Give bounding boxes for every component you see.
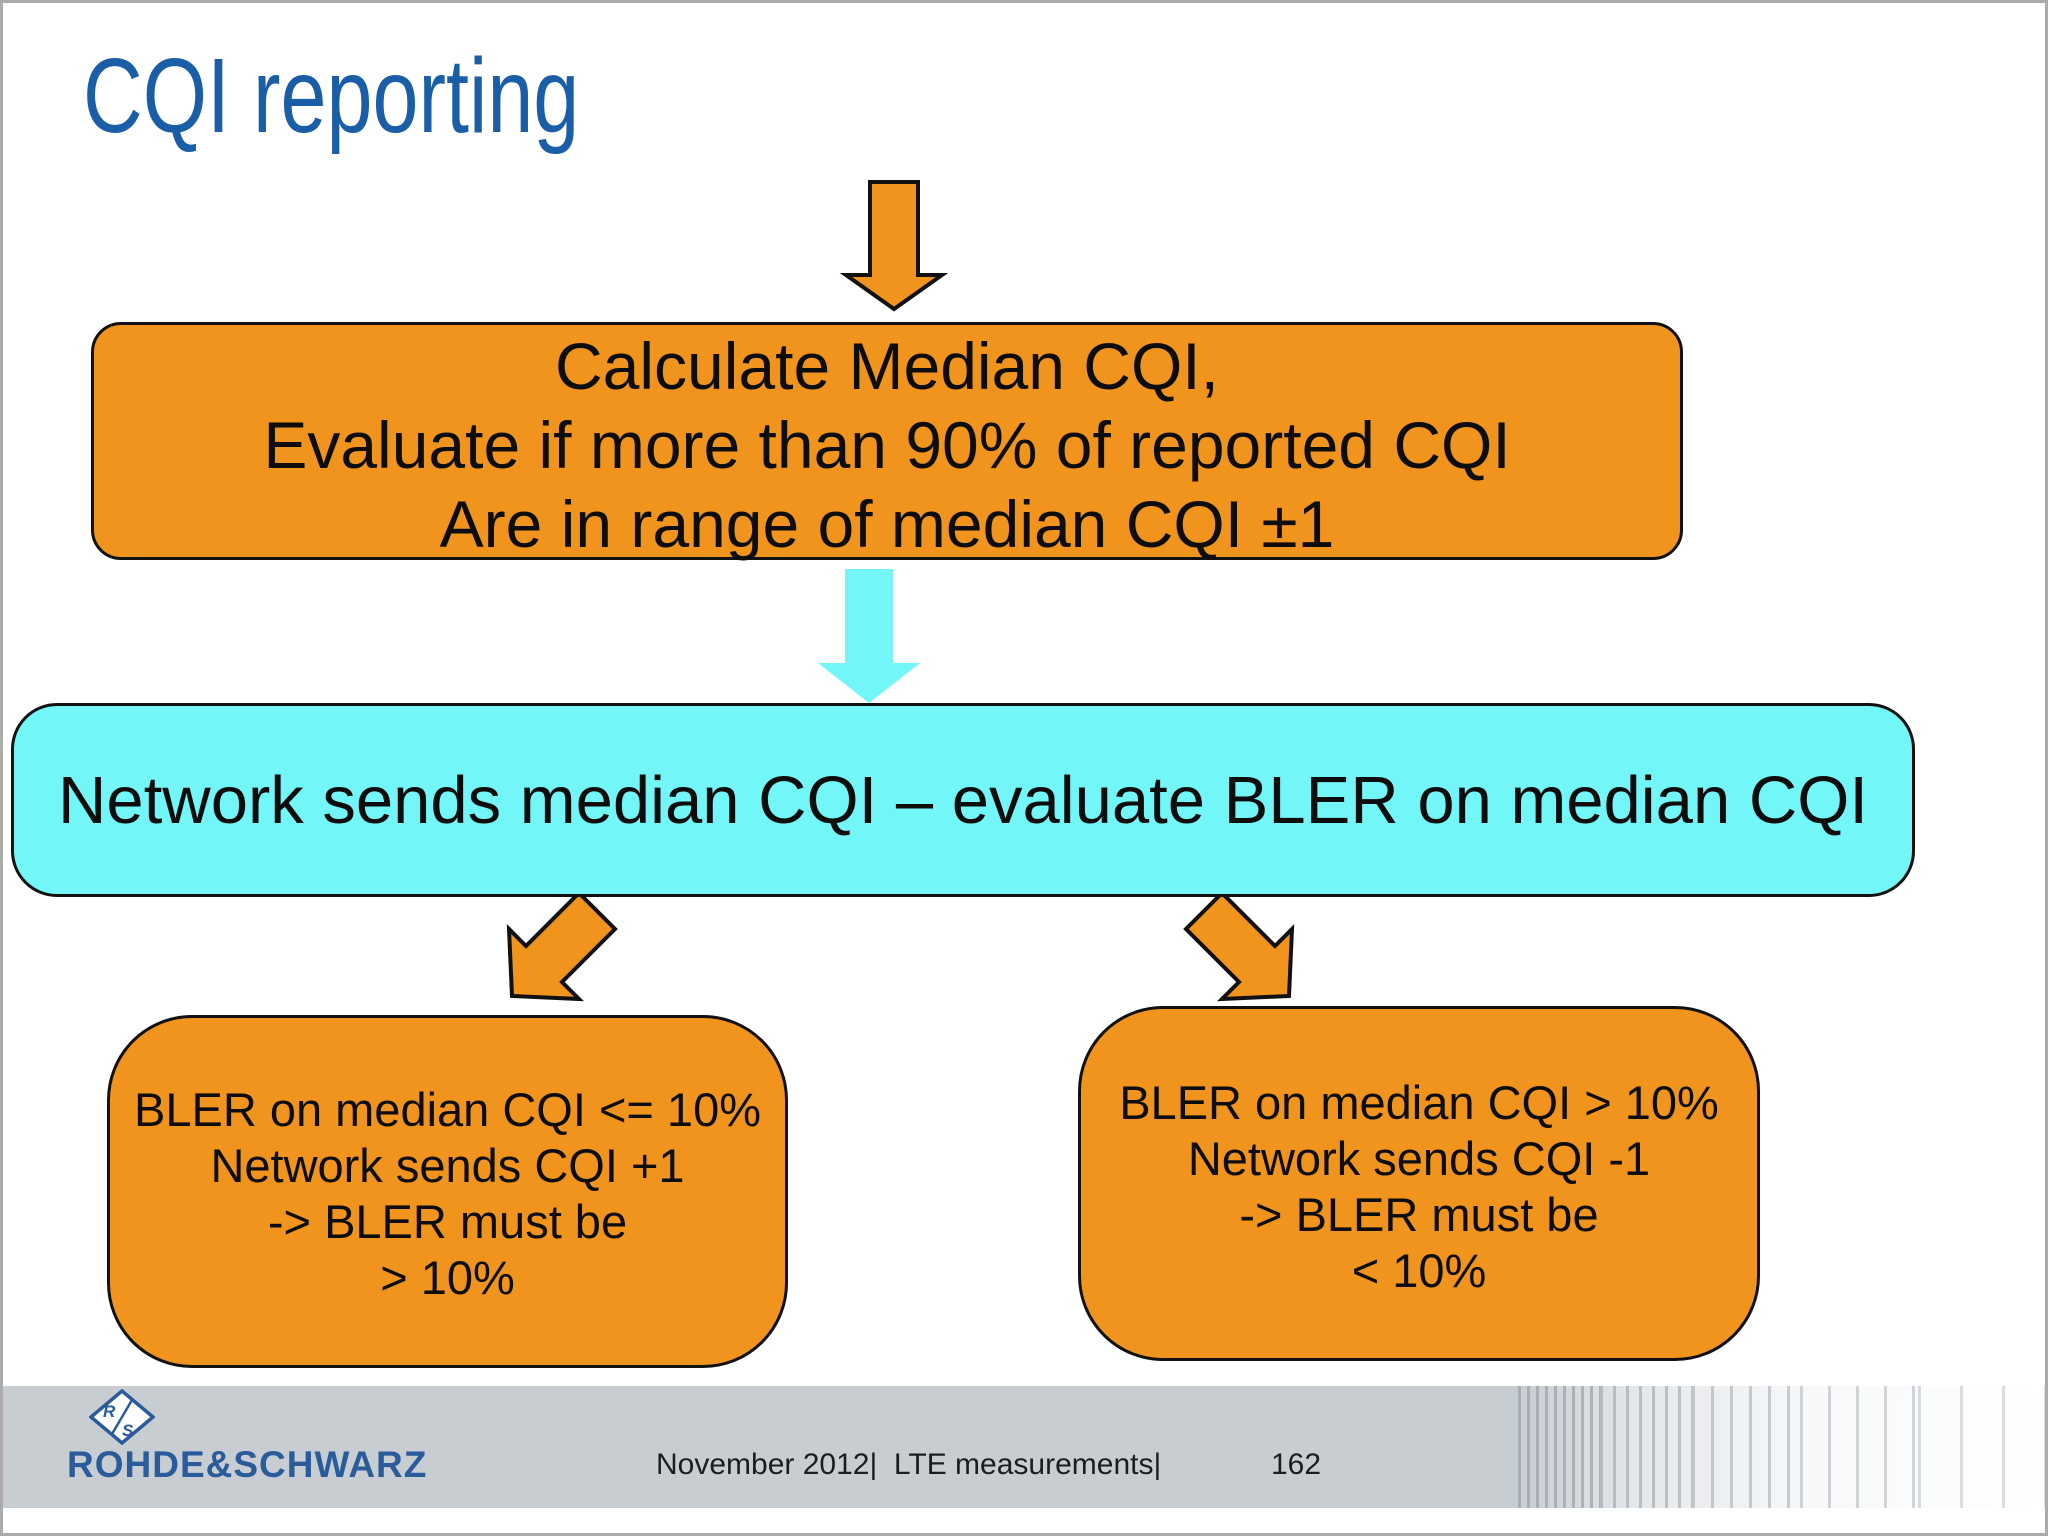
process-box-line: Are in range of median CQI ±1 bbox=[439, 487, 1335, 561]
footer-date-text: November 2012| LTE measurements| bbox=[656, 1448, 1162, 1481]
process-box-line: Evaluate if more than 90% of reported CQ… bbox=[263, 408, 1511, 482]
slide-title: CQI reporting bbox=[83, 37, 580, 155]
rs-diamond-logo-icon: R S bbox=[89, 1389, 155, 1445]
logo-letter-s: S bbox=[122, 1421, 134, 1440]
process-box-calculate-median: Calculate Median CQI, Evaluate if more t… bbox=[91, 322, 1683, 561]
outcome-box-line: > 10% bbox=[380, 1251, 515, 1304]
rohde-schwarz-wordmark: ROHDE&SCHWARZ bbox=[67, 1444, 428, 1485]
outcome-box-bler-high: BLER on median CQI > 10% Network sends C… bbox=[1078, 1006, 1760, 1361]
footer-stripes-decoration bbox=[1518, 1386, 2045, 1508]
outcome-box-line: -> BLER must be bbox=[1239, 1188, 1599, 1241]
process-box-line: Calculate Median CQI, bbox=[555, 329, 1219, 403]
process-box-text: Network sends median CQI – evaluate BLER… bbox=[58, 762, 1868, 838]
process-box-network-sends: Network sends median CQI – evaluate BLER… bbox=[11, 703, 1915, 897]
footer-page-number: 162 bbox=[1271, 1448, 1322, 1481]
stripe-band bbox=[1918, 1386, 2045, 1508]
stripe-band bbox=[1600, 1386, 1692, 1508]
logo-letter-r: R bbox=[103, 1402, 116, 1421]
diagonal-arrow-right-icon bbox=[1183, 890, 1295, 1002]
outcome-box-line: BLER on median CQI > 10% bbox=[1119, 1076, 1719, 1129]
down-arrow-cyan-icon bbox=[818, 569, 920, 703]
outcome-box-line: < 10% bbox=[1351, 1244, 1487, 1297]
stripe-band bbox=[1692, 1386, 1800, 1508]
diagonal-arrow-left-icon bbox=[506, 890, 618, 1002]
stripe-band bbox=[1800, 1386, 1918, 1508]
outcome-box-line: BLER on median CQI <= 10% bbox=[133, 1083, 762, 1136]
outcome-box-line: Network sends CQI -1 bbox=[1187, 1132, 1651, 1185]
outcome-box-line: -> BLER must be bbox=[267, 1195, 628, 1248]
stripe-band bbox=[1518, 1386, 1600, 1508]
down-arrow-icon bbox=[839, 180, 949, 312]
outcome-box-bler-low: BLER on median CQI <= 10% Network sends … bbox=[107, 1015, 788, 1368]
outcome-box-line: Network sends CQI +1 bbox=[210, 1139, 685, 1192]
